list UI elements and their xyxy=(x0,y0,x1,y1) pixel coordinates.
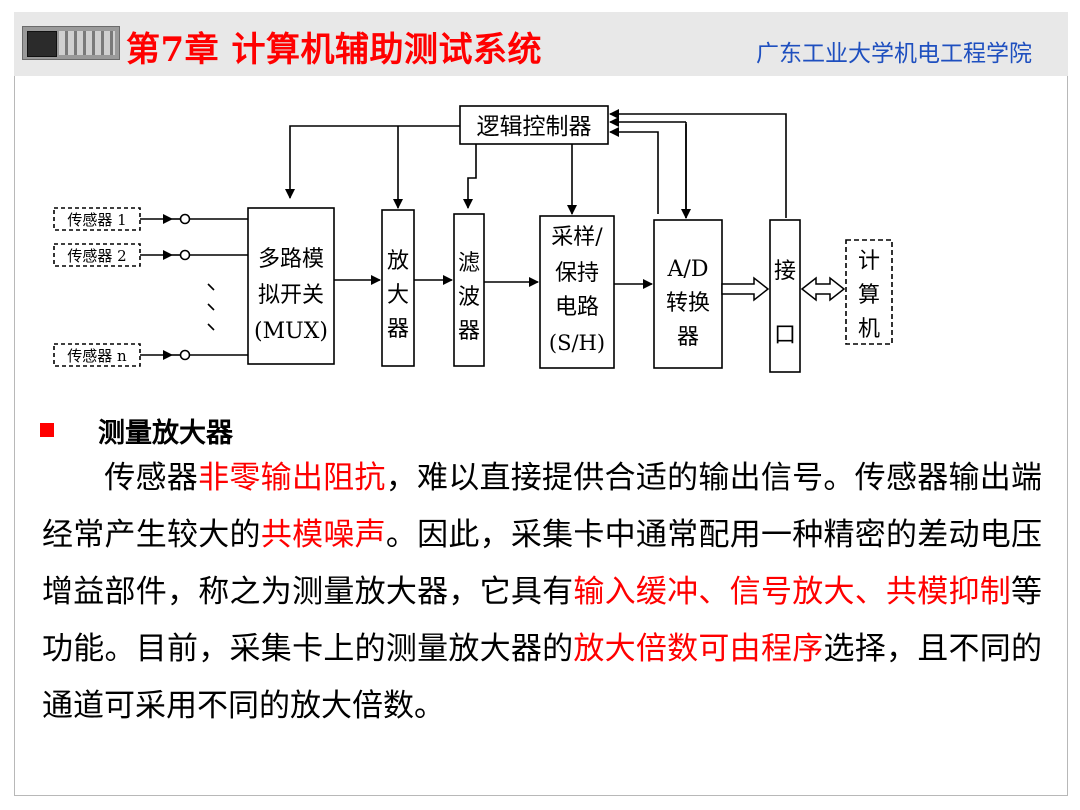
adc-label-line1: A/D xyxy=(667,257,709,282)
mux-box xyxy=(247,207,335,365)
computer-label-line3: 机 xyxy=(858,317,880,342)
chapter-title: 第7章 计算机辅助测试系统 xyxy=(126,30,542,70)
filter-box xyxy=(453,213,485,367)
section-heading-row: 测量放大器 xyxy=(40,410,233,450)
sensor-2-box xyxy=(53,243,141,267)
para-seg-2: ，难以直接提供合适的输出信号。传感器输出端经常产生较大的 xyxy=(42,460,1043,553)
computer-label-line1: 计 xyxy=(858,249,880,274)
sample-hold-label-line1: 采样/ xyxy=(551,225,603,250)
para-seg-8: 选择，且不同的通道可采用不同的放大倍数。 xyxy=(42,631,1043,724)
para-seg-0: 传感器 xyxy=(104,460,199,496)
section-heading: 测量放大器 xyxy=(98,417,233,449)
sensor-n-box xyxy=(53,343,141,367)
controller-label: 逻辑控制器 xyxy=(477,114,592,140)
filter-label-line2: 波 xyxy=(458,285,480,310)
sensor-2-label: 传感器 2 xyxy=(67,247,126,265)
sensor-1-box xyxy=(53,207,141,231)
mux-label-line3: (MUX) xyxy=(254,319,328,344)
para-seg-4: 。因此，采集卡中通常配用一种精密的差动电压增益部件，称之为测量放大器，它具有 xyxy=(42,517,1043,610)
data-acquisition-block-diagram: 逻辑控制器 传感器 1 传感器 2 传感器 n 多路模 拟开关 (MUX) 放 … xyxy=(53,105,893,373)
filter-label-line1: 滤 xyxy=(458,251,480,276)
mux-label-line1: 多路模 xyxy=(258,247,324,272)
interface-label-line1: 接 xyxy=(774,259,796,284)
para-seg-5-highlight: 输入缓冲、信号放大、共模抑制 xyxy=(573,574,1012,610)
adc-label-line2: 转换 xyxy=(666,291,710,316)
instrument-logo-icon xyxy=(22,26,120,60)
sample-hold-label-line3: 电路 xyxy=(555,295,599,320)
sample-hold-label-line4: (S/H) xyxy=(549,331,605,355)
interface-label-line2: 口 xyxy=(774,323,796,348)
para-seg-1-highlight: 非零输出阻抗 xyxy=(198,460,386,496)
computer-label-line2: 算 xyxy=(858,283,880,308)
sample-hold-box xyxy=(539,215,615,369)
header-bar: 第7章 计算机辅助测试系统 广东工业大学机电工程学院 xyxy=(14,12,1068,76)
amplifier-box xyxy=(381,209,415,367)
sensor-1-label: 传感器 1 xyxy=(67,211,126,229)
interface-box xyxy=(769,219,801,373)
sample-hold-label-line2: 保持 xyxy=(555,261,599,286)
para-seg-7-highlight: 放大倍数可由程序 xyxy=(573,631,824,667)
computer-box xyxy=(845,239,893,345)
adc-box xyxy=(653,219,723,369)
body-paragraph: 传感器非零输出阻抗，难以直接提供合适的输出信号。传感器输出端经常产生较大的共模噪… xyxy=(42,450,1042,735)
adc-label-line3: 器 xyxy=(677,325,699,350)
amplifier-label-line2: 大 xyxy=(387,283,409,308)
logic-controller-box xyxy=(459,105,609,145)
para-seg-3-highlight: 共模噪声 xyxy=(260,517,386,553)
red-square-bullet-icon xyxy=(40,423,54,437)
filter-label-line3: 器 xyxy=(458,319,480,344)
amplifier-label-line1: 放 xyxy=(387,249,409,274)
institution-name: 广东工业大学机电工程学院 xyxy=(756,41,1032,67)
mux-label-line2: 拟开关 xyxy=(258,283,324,308)
sensor-n-label: 传感器 n xyxy=(67,347,127,365)
amplifier-label-line3: 器 xyxy=(387,317,409,342)
para-seg-6: 等功能。目前，采集卡上的测量放大器的 xyxy=(42,574,1043,667)
